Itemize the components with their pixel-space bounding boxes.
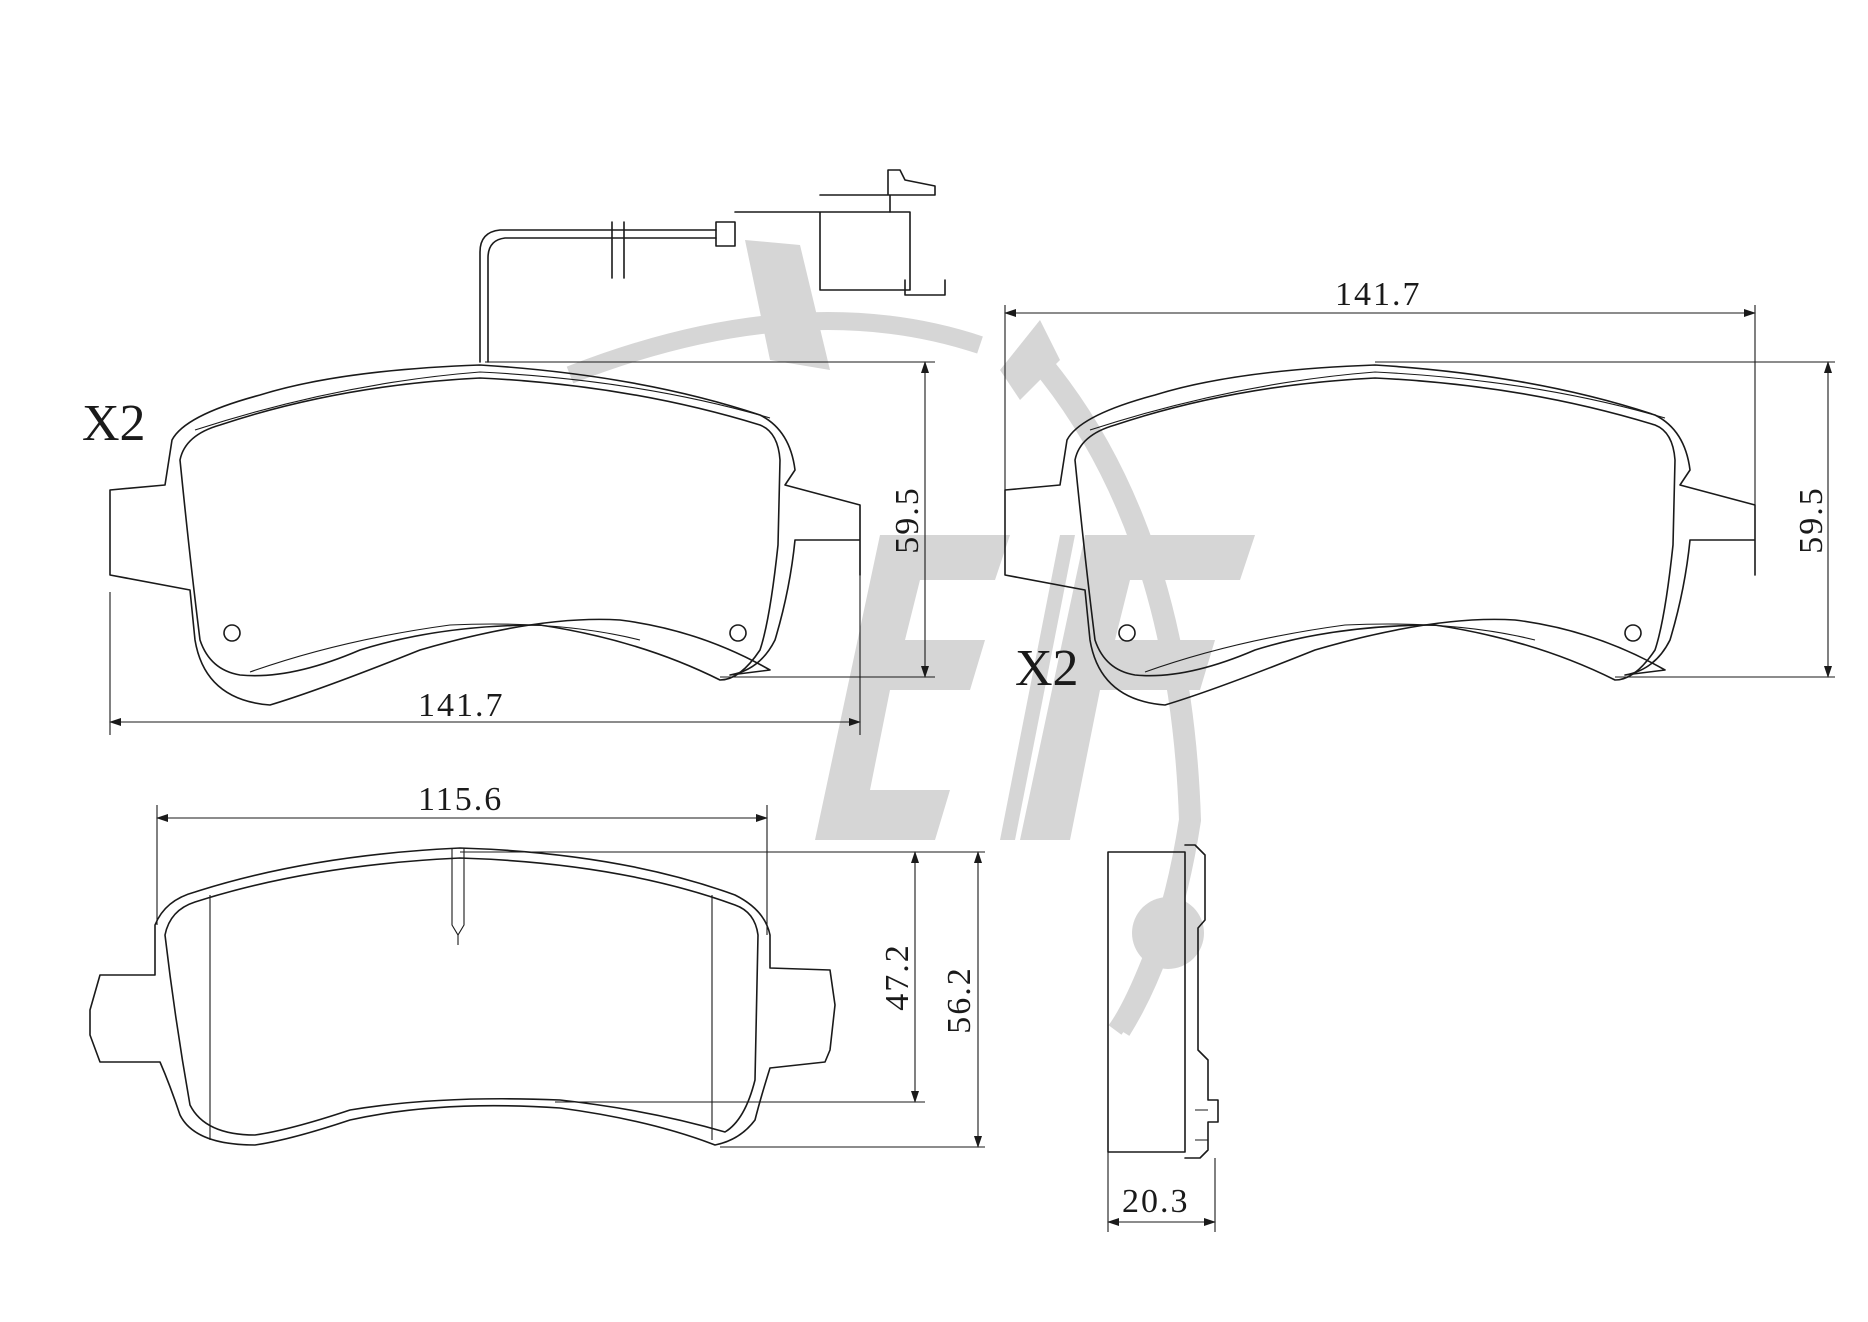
dim-plate-height: 56.2 — [941, 966, 978, 1034]
mounting-hole — [1624, 624, 1642, 642]
pad-top-right — [1004, 364, 1756, 706]
quantity-label-right: X2 — [1015, 640, 1079, 697]
mounting-hole — [1118, 624, 1136, 642]
dim-thickness: 20.3 — [1122, 1183, 1190, 1220]
mounting-hole — [729, 624, 747, 642]
watermark-logo — [566, 240, 1255, 1036]
mounting-hole — [223, 624, 241, 642]
pad-side-view — [1107, 844, 1219, 1159]
dim-right-pad-width: 141.7 — [1335, 276, 1422, 313]
pad-bottom-front — [89, 847, 836, 1146]
dim-friction-width: 115.6 — [418, 781, 503, 818]
dim-right-pad-height: 59.5 — [1793, 486, 1830, 554]
dimension-lines — [109, 305, 1835, 1232]
dim-left-pad-width: 141.7 — [418, 687, 505, 724]
pad-top-left — [109, 169, 946, 706]
dim-friction-height: 47.2 — [879, 943, 916, 1011]
quantity-label-left: X2 — [82, 395, 146, 452]
dim-left-pad-height: 59.5 — [889, 486, 926, 554]
